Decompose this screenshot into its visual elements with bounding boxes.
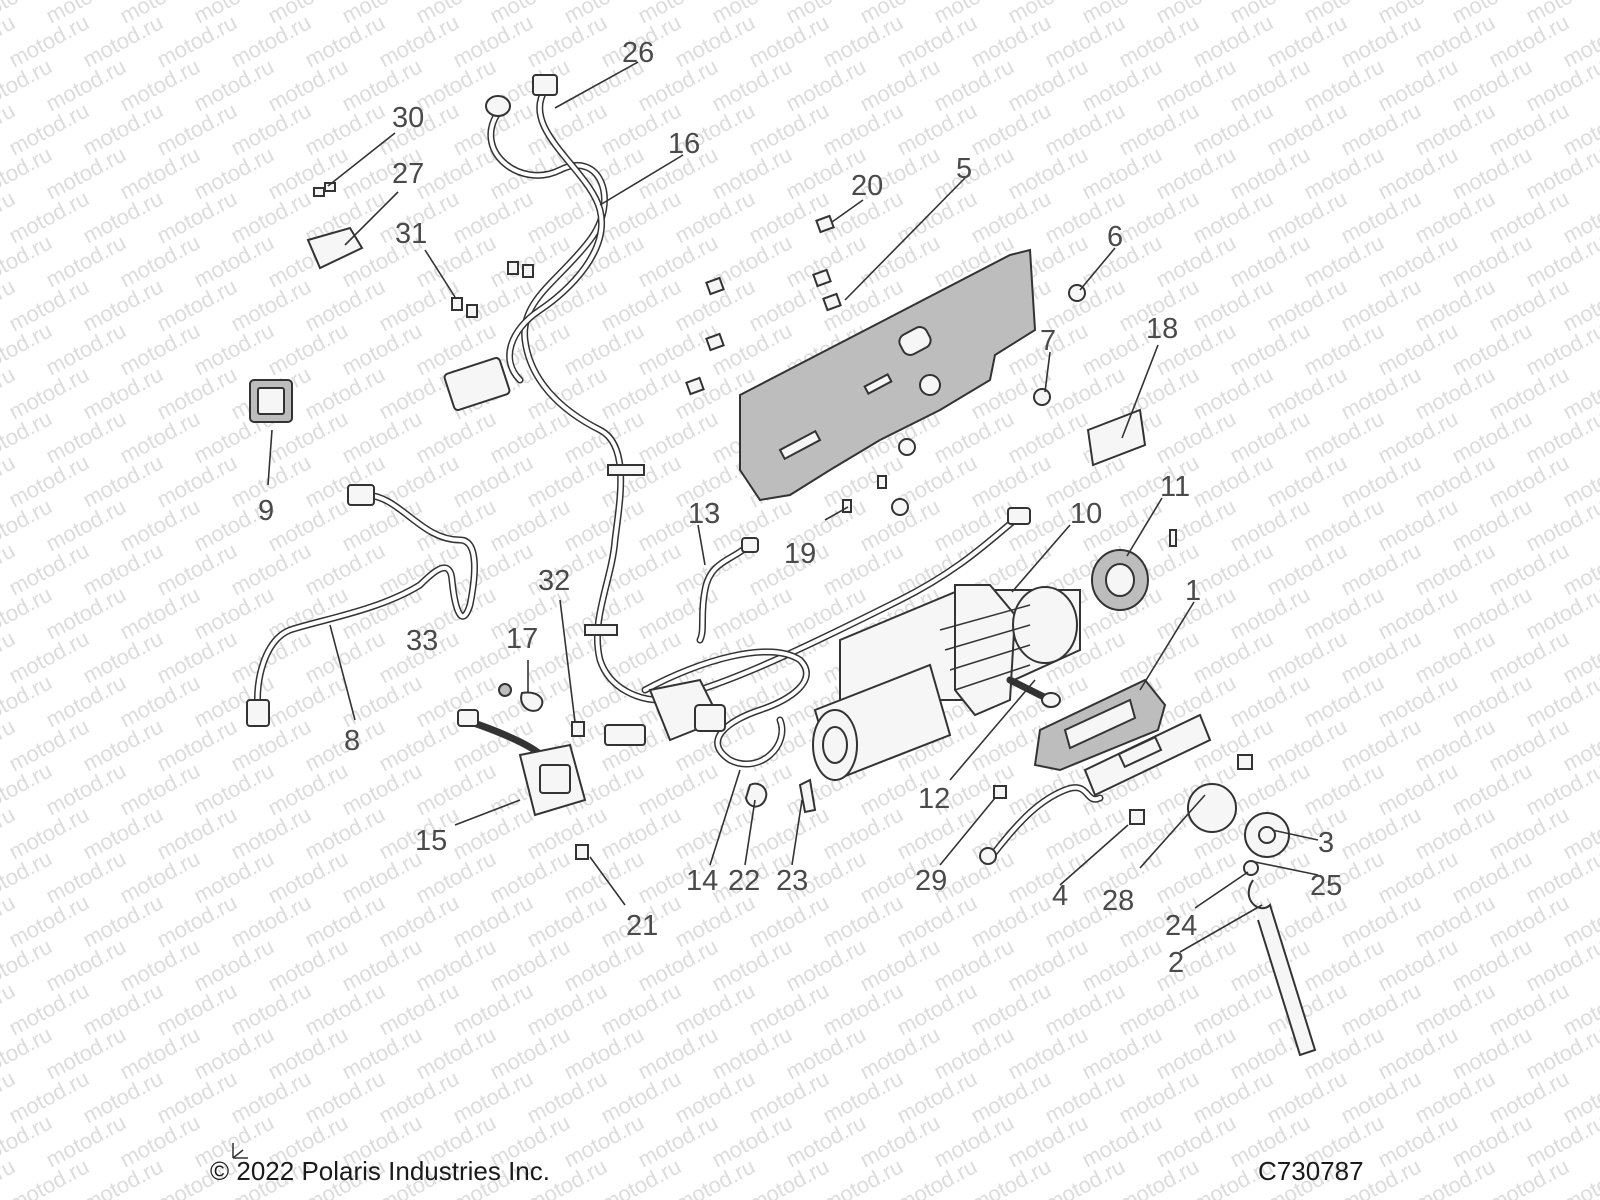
callout-2: 2 [1168, 947, 1184, 979]
callout-labels: 1 2 3 4 5 6 7 8 9 10 11 12 13 14 15 16 1… [258, 37, 1342, 979]
callout-8: 8 [344, 725, 360, 757]
callout-26: 26 [622, 37, 654, 69]
callout-31: 31 [395, 218, 427, 250]
cable-8 [246, 484, 478, 727]
callout-20: 20 [851, 170, 883, 202]
callout-5: 5 [956, 153, 972, 185]
solenoid-14 [604, 648, 810, 768]
callout-29: 29 [915, 865, 947, 897]
callout-22: 22 [728, 865, 760, 897]
callout-6: 6 [1107, 221, 1123, 253]
fasteners-17-32-33-21-22-23 [498, 683, 817, 860]
axis-icon [232, 1143, 248, 1159]
switch-9 [249, 379, 293, 423]
leader-lines [267, 61, 1319, 953]
cable-29 [979, 784, 1104, 865]
drawing-number: C730787 [1258, 1156, 1364, 1186]
cable-10 [656, 507, 1031, 704]
callout-3: 3 [1318, 827, 1334, 859]
callout-10: 10 [1070, 498, 1102, 530]
callout-9: 9 [258, 495, 274, 527]
callout-28: 28 [1102, 885, 1134, 917]
callout-1: 1 [1185, 575, 1201, 607]
callout-33: 33 [406, 625, 438, 657]
drum-11 [1091, 529, 1177, 611]
callout-17: 17 [506, 623, 538, 655]
callout-14: 14 [686, 865, 718, 897]
callout-16: 16 [668, 128, 700, 160]
callout-11: 11 [1160, 471, 1190, 503]
callout-32: 32 [538, 565, 570, 597]
callout-27: 27 [392, 158, 424, 190]
footer: © 2022 Polaris Industries Inc. C730787 [210, 1143, 1364, 1186]
fairlead-1 [1033, 678, 1212, 797]
callout-19: 19 [784, 538, 816, 570]
callout-21: 21 [626, 910, 658, 942]
callout-7: 7 [1040, 325, 1056, 357]
callout-4: 4 [1052, 880, 1068, 912]
callout-12: 12 [918, 783, 950, 815]
callout-18: 18 [1146, 313, 1178, 345]
callout-25: 25 [1310, 870, 1342, 902]
callout-24: 24 [1165, 910, 1197, 942]
callout-30: 30 [392, 102, 424, 134]
lead-13 [696, 537, 759, 644]
copyright-text: © 2022 Polaris Industries Inc. [210, 1156, 550, 1186]
watermark-text: motod.ru [1596, 0, 1600, 28]
relay-15 [457, 709, 587, 817]
winch-body [812, 584, 1081, 782]
callout-13: 13 [688, 498, 720, 530]
callout-15: 15 [415, 825, 447, 857]
harness-16 [443, 74, 664, 704]
bolts-20 [685, 214, 842, 396]
mount-plate-5 [739, 248, 1037, 502]
callout-23: 23 [776, 865, 808, 897]
hardware-30-27-31 [306, 182, 534, 318]
